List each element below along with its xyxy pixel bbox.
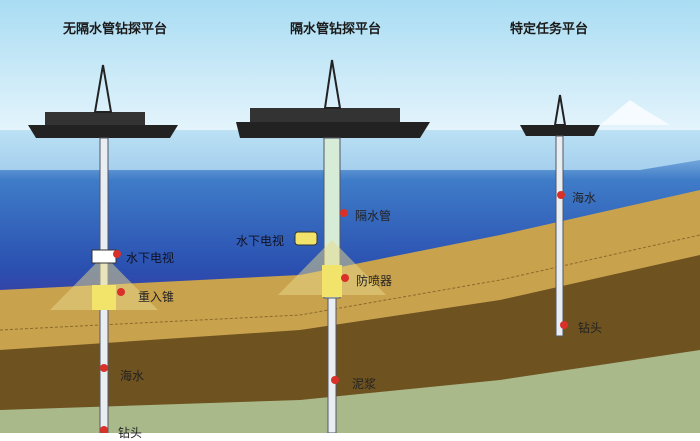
title-riserless-platform: 无隔水管钻探平台 (63, 22, 168, 37)
markers (100, 191, 568, 433)
iceberg (600, 100, 670, 125)
special-mission-ship (520, 94, 600, 136)
label-bop: 防喷器 (356, 274, 393, 288)
label-seawater-1: 海水 (120, 369, 145, 383)
label-seawater-2: 海水 (572, 191, 597, 205)
riserless-ship (28, 64, 178, 138)
label-mud: 泥浆 (352, 377, 377, 391)
label-tv-2: 水下电视 (236, 234, 285, 248)
drill-pipe-3 (555, 135, 564, 337)
tv-camera-2 (294, 231, 318, 246)
bottom-layer (0, 350, 700, 433)
sea-surface (0, 132, 700, 170)
tv-camera-1 (91, 249, 117, 264)
label-tv-1: 水下电视 (126, 251, 175, 265)
label-riser: 隔水管 (355, 209, 392, 223)
reentry-cone (50, 255, 158, 310)
title-special-mission-platform: 特定任务平台 (510, 22, 589, 37)
drill-pipe-2 (327, 297, 337, 433)
riser-ship (236, 59, 430, 138)
label-reentry-cone: 重入锥 (138, 290, 175, 304)
label-bit-2: 钻头 (578, 321, 603, 335)
title-riser-platform: 隔水管钻探平台 (290, 22, 382, 37)
